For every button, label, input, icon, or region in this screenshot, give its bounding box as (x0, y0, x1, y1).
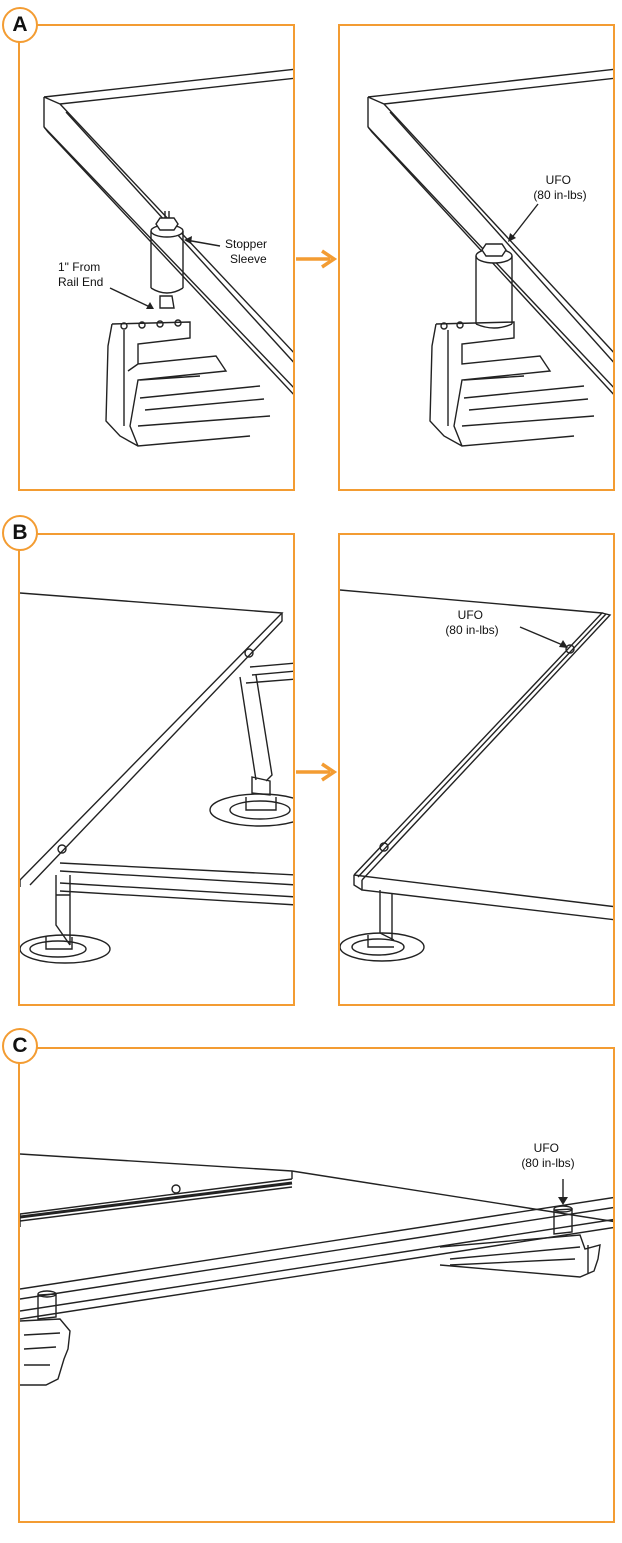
ufo-clamp (37, 1293, 57, 1320)
step-badge-a: A (2, 7, 38, 43)
mounting-rail (245, 662, 293, 684)
panel-b-right: UFO (80 in-lbs) (338, 533, 615, 1006)
panel-b-left (18, 533, 295, 1006)
callout-ufo-torque: UFO (80 in-lbs) (533, 173, 586, 202)
panel-a-right-drawing: UFO (80 in-lbs) (367, 68, 613, 447)
mounting-rail (20, 1318, 71, 1386)
mounting-rail (429, 321, 575, 447)
ufo-clamp (565, 644, 575, 654)
panel-a-right: UFO (80 in-lbs) (338, 24, 615, 491)
step-badge-c: C (2, 1028, 38, 1064)
step-badge-b: B (2, 515, 38, 551)
arrow-a-next-icon (296, 249, 338, 269)
roof-attachment (340, 932, 425, 962)
panel-b-left-drawing (20, 592, 293, 964)
panel-a-left: Stopper Sleeve 1" From Rail End (18, 24, 295, 491)
panel-a-left-drawing: Stopper Sleeve 1" From Rail End (43, 68, 293, 447)
module-frame (43, 68, 293, 98)
callout-stopper-sleeve: Stopper Sleeve (225, 237, 270, 266)
callout-rail-end-distance: 1" From Rail End (58, 260, 104, 289)
tilt-leg (239, 674, 273, 796)
callout-ufo-torque: UFO (80 in-lbs) (521, 1141, 574, 1170)
module-frame (367, 68, 613, 98)
ufo-clamp (553, 1208, 573, 1235)
panel-c-drawing: UFO (80 in-lbs) (20, 1141, 613, 1386)
roof-attachment (209, 793, 293, 827)
arrow-b-next-icon (296, 762, 338, 782)
panel-c: UFO (80 in-lbs) (18, 1047, 615, 1523)
roof-attachment (20, 934, 111, 964)
mounting-rail (105, 321, 251, 447)
mounting-rail (439, 1234, 601, 1278)
solar-module (20, 592, 284, 881)
callout-ufo-torque: UFO (80 in-lbs) (445, 608, 498, 637)
panel-b-right-drawing: UFO (80 in-lbs) (340, 589, 613, 962)
